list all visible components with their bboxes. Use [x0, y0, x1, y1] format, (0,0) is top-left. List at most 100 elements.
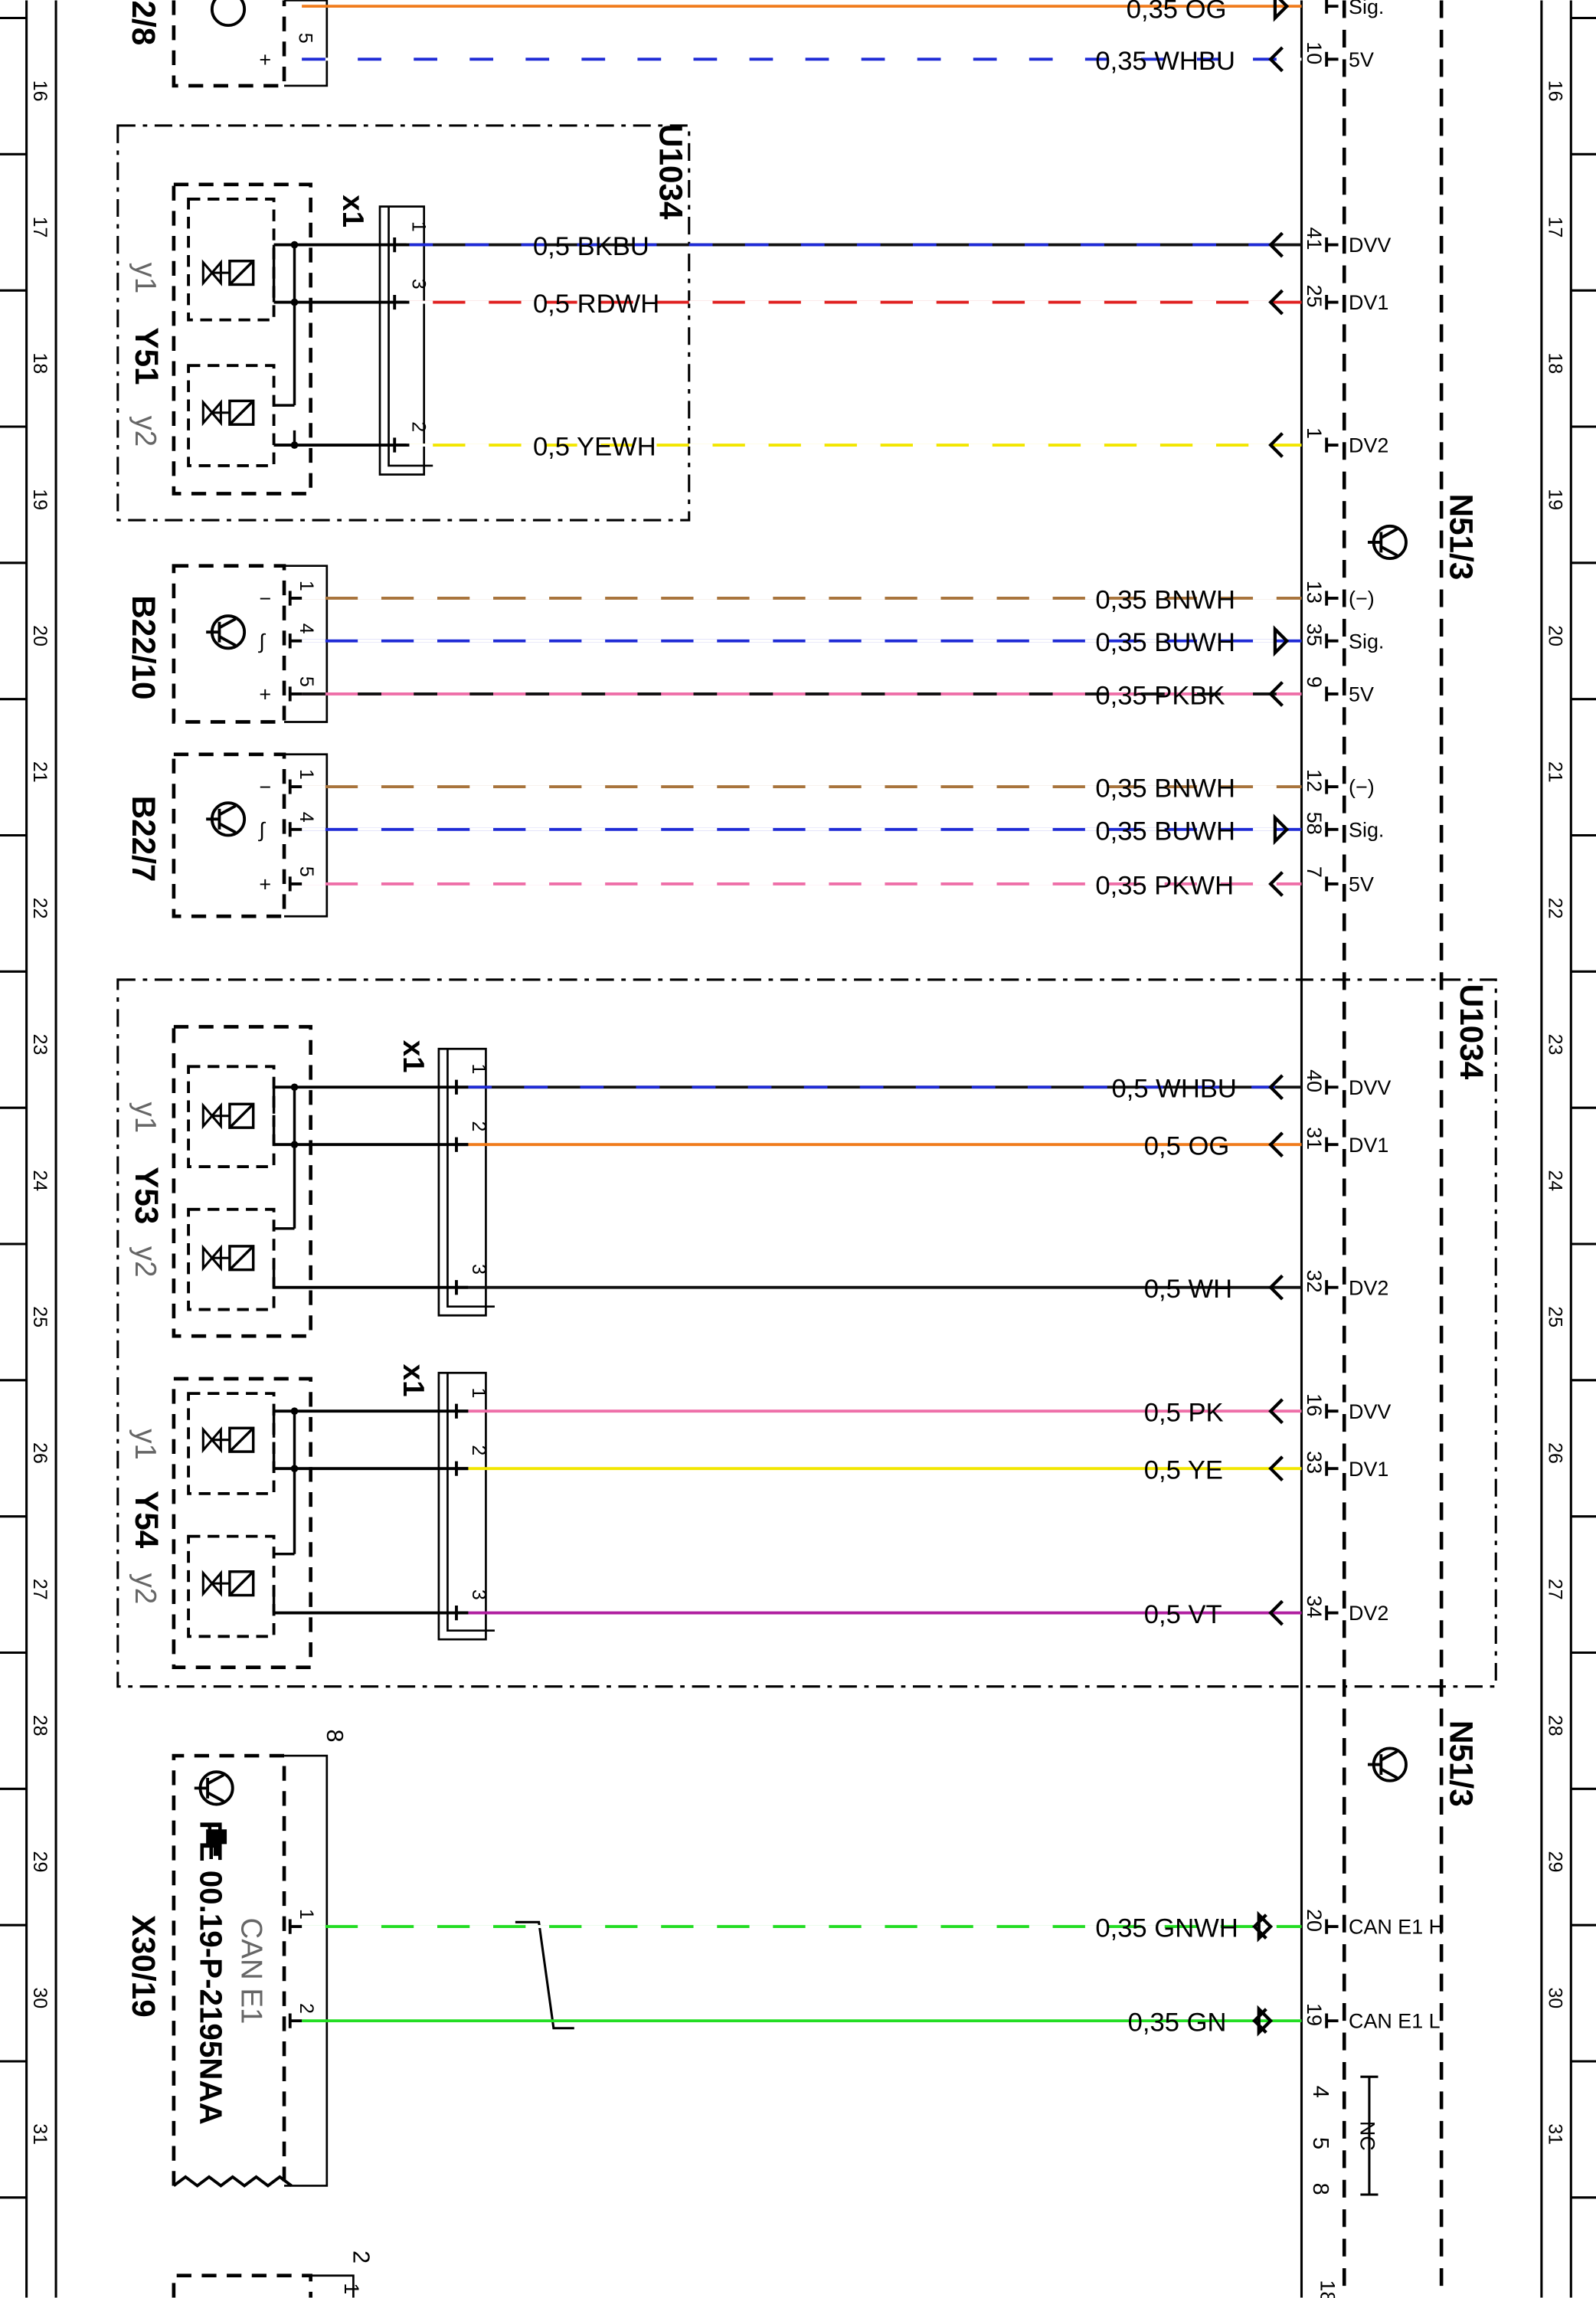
bottom-stub-module-pin: 18 — [1316, 2280, 1339, 2298]
nc-pin-4: 4 — [1308, 2086, 1333, 2098]
module-signal-label: DV2 — [1349, 1276, 1388, 1299]
connector-pin-number: 1 — [468, 1063, 489, 1074]
module-signal-label: DV1 — [1349, 291, 1388, 314]
wire-label: 0,5 RDWH — [533, 290, 659, 319]
row-ticks — [0, 16, 1596, 2199]
wire-label: 0,5 WHBU — [1111, 1075, 1236, 1104]
valve-y51-coils — [201, 241, 299, 449]
row-number-left: 19 — [29, 489, 51, 510]
row-number-left: 16 — [29, 80, 51, 102]
valve-group-u1034-upper: U1034 Y51 y1 y2 x1 — [116, 124, 691, 522]
wire-label: 0,5 BKBU — [533, 232, 649, 261]
valve-y54-coil-y1: y1 — [129, 1429, 162, 1460]
row-number-right: 18 — [1544, 352, 1565, 374]
not-connected-pins: 4 5 8 NC — [1308, 2075, 1379, 2196]
right-row-ruler — [1540, 0, 1572, 2298]
can-connector-reference: PE 00.19-P-2195NAA — [193, 1821, 228, 2125]
module-signal-label: 5V — [1349, 873, 1374, 896]
valve-y53-coil-y1: y1 — [129, 1102, 162, 1133]
valve-y54-connector-label: x1 — [397, 1364, 430, 1397]
row-number-left: 29 — [29, 1851, 51, 1873]
row-number-right: 19 — [1544, 489, 1565, 510]
group-label-u1034-lower: U1034 — [1454, 984, 1490, 1080]
row-number-right: 16 — [1544, 80, 1565, 102]
connector-pin-number: 2 — [468, 1121, 489, 1131]
connector-pin-number: 3 — [468, 1589, 489, 1600]
sensor-b22-10-icon — [206, 614, 247, 650]
wire-label: 0,35 PKBK — [1095, 681, 1225, 710]
valve-y51-coil-y1: y1 — [129, 263, 162, 294]
wire-label: 0,35 BNWH — [1095, 774, 1235, 804]
pin-sign: − — [259, 776, 271, 799]
module-pin-number: 7 — [1303, 866, 1326, 878]
row-number-left: 27 — [29, 1579, 51, 1600]
row-number-left: 28 — [29, 1715, 51, 1737]
sensor-b22-7-icon — [206, 801, 247, 837]
group-label-u1034-upper: U1034 — [652, 124, 688, 220]
wire-label: 0,5 WH — [1144, 1275, 1232, 1304]
row-number-right: 20 — [1544, 625, 1565, 647]
row-number-left: 17 — [29, 217, 51, 238]
wire-label: 0,35 PKWH — [1095, 871, 1234, 900]
left-row-ruler — [25, 0, 57, 2298]
pin-sign: ∫ — [257, 818, 266, 841]
module-pin-number: 58 — [1303, 812, 1326, 835]
pin-number: 4 — [296, 624, 317, 634]
module-pin-number: 10 — [1303, 41, 1326, 64]
module-pin-number: 31 — [1303, 1127, 1326, 1150]
row-number-right: 21 — [1544, 761, 1565, 783]
row-number-left: 30 — [29, 1987, 51, 2008]
module-pin-number: 12 — [1303, 769, 1326, 792]
pin-number: 5 — [296, 866, 317, 877]
row-number-right: 31 — [1544, 2123, 1565, 2145]
row-number-right: 24 — [1544, 1170, 1565, 1191]
sensor-b22-7-label: B22/7 — [126, 796, 162, 882]
module-transistor-icon-bottom — [1368, 1746, 1408, 1782]
valve-y54-coils — [201, 1407, 299, 1613]
module-pin-number: 32 — [1303, 1270, 1326, 1293]
nc-label: NC — [1356, 2121, 1379, 2151]
row-number-left: 20 — [29, 625, 51, 647]
sensor-b22-10: B22/10 — [126, 564, 329, 724]
wire-label: 0,35 GNWH — [1095, 1914, 1238, 1943]
control-module-n51-3: N51/3 N51/3 — [1300, 0, 1480, 2298]
bottom-stub-pin: 1 — [340, 2283, 363, 2294]
row-number-left: 25 — [29, 1306, 51, 1327]
pin-number: 1 — [296, 581, 317, 591]
valve-y53-coil-y2: y2 — [129, 1246, 162, 1278]
module-signal-label: Sig. — [1349, 818, 1384, 841]
valve-y53-label: Y53 — [129, 1167, 165, 1224]
row-number-left: 18 — [29, 352, 51, 374]
module-pin-number: 19 — [1303, 2003, 1326, 2026]
module-pin-number: 20 — [1303, 1909, 1326, 1932]
wire-label: 0,5 YEWH — [533, 432, 656, 461]
sensor-b22-7: B22/7 — [126, 752, 329, 918]
can-connector-label: X30/19 — [126, 1915, 162, 2018]
module-pin-number: 33 — [1303, 1451, 1326, 1474]
wire-label: 0,35 GN — [1128, 2008, 1227, 2038]
connector-pin-number: 2 — [468, 1445, 489, 1455]
row-number-right: 23 — [1544, 1034, 1565, 1056]
row-number-right: 17 — [1544, 217, 1565, 238]
row-number-left: 21 — [29, 761, 51, 783]
valve-y53-connector-label: x1 — [397, 1040, 430, 1073]
module-signal-label: DV2 — [1349, 1602, 1388, 1625]
row-number-right: 28 — [1544, 1715, 1565, 1737]
module-label-top: N51/3 — [1444, 493, 1480, 580]
row-number-left: 22 — [29, 898, 51, 919]
sensor-b22-10-label: B22/10 — [126, 595, 162, 699]
row-number-right: 27 — [1544, 1579, 1565, 1600]
valve-y51-connector-label: x1 — [336, 195, 369, 228]
